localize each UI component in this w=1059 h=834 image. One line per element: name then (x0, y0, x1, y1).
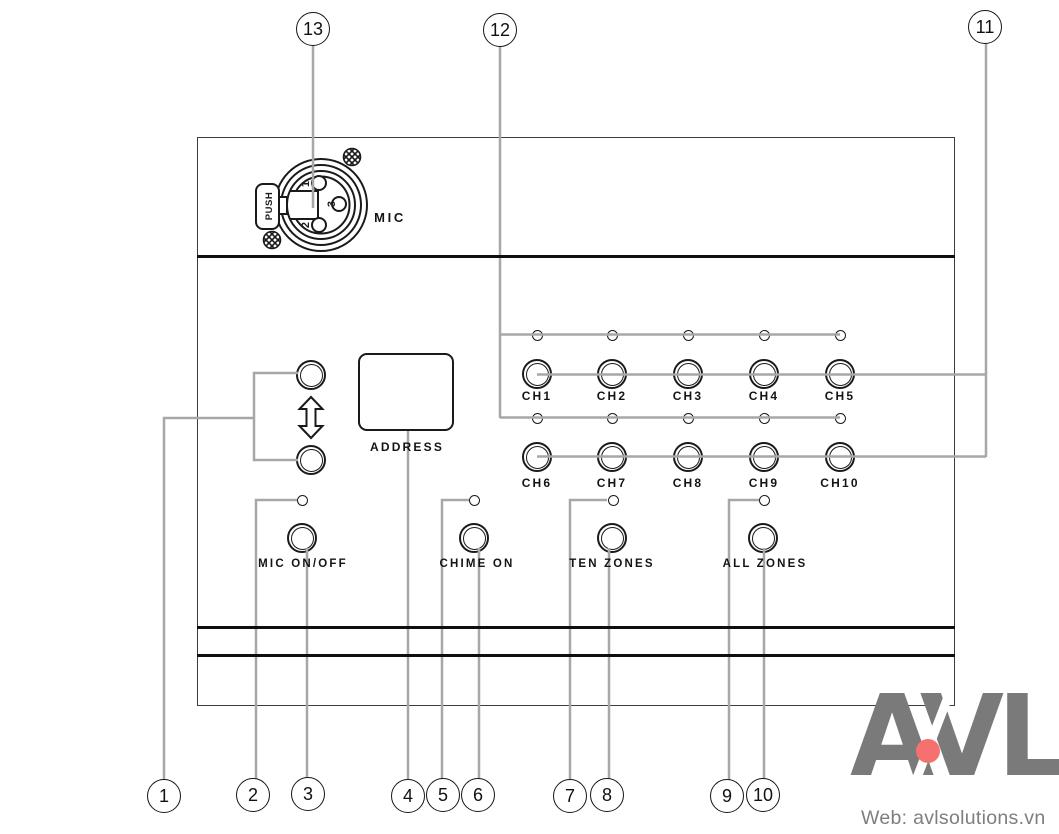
callout-6: 6 (461, 778, 495, 812)
ten-zones-button[interactable] (597, 523, 627, 553)
chime-on-button-ring (462, 526, 486, 550)
mic-on-off-button[interactable] (287, 523, 317, 553)
chime-on-led (468, 494, 480, 506)
ch8-led (682, 412, 694, 424)
ch3-button[interactable] (673, 359, 703, 389)
address-down-button[interactable] (296, 445, 326, 475)
chime-on-label: CHIME ON (439, 558, 515, 570)
ch7-button[interactable] (597, 442, 627, 472)
ch10-button-ring (828, 445, 852, 469)
ten-zones-button-ring (600, 526, 624, 550)
ch6-led (531, 412, 543, 424)
ch2-led (606, 329, 618, 341)
ch5-button-ring (828, 362, 852, 386)
ch6-label: CH6 (521, 476, 553, 490)
ch3-led (682, 329, 694, 341)
ch9-button[interactable] (749, 442, 779, 472)
avl-logo-text: AVL (850, 672, 1059, 802)
panel-divider-lower-1 (197, 626, 955, 629)
address-up-button[interactable] (296, 360, 326, 390)
panel-divider-lower-2 (197, 654, 955, 657)
callout-3: 3 (291, 777, 325, 811)
ch5-led (834, 329, 846, 341)
mic-on-off-label: MIC ON/OFF (258, 558, 348, 570)
ch1-button-ring (525, 362, 549, 386)
ch8-button-ring (676, 445, 700, 469)
address-label: ADDRESS (369, 440, 445, 454)
ch8-label: CH8 (672, 476, 704, 490)
mic-on-off-led (296, 494, 308, 506)
ch2-button-ring (600, 362, 624, 386)
ch7-button-ring (600, 445, 624, 469)
ch3-button-ring (676, 362, 700, 386)
callout-4: 4 (391, 779, 425, 813)
callout-5: 5 (426, 778, 460, 812)
address-down-button-ring (299, 448, 323, 472)
all-zones-led (758, 494, 770, 506)
ch10-led (834, 412, 846, 424)
ten-zones-led (607, 494, 619, 506)
ch1-led (531, 329, 543, 341)
ch6-button-ring (525, 445, 549, 469)
callout-10: 10 (746, 778, 780, 812)
ch4-button[interactable] (749, 359, 779, 389)
all-zones-label: ALL ZONES (722, 558, 808, 570)
callout-12: 12 (483, 13, 517, 47)
ch9-led (758, 412, 770, 424)
ch4-label: CH4 (748, 389, 780, 403)
callout-7: 7 (553, 779, 587, 813)
avl-logo-dot (916, 739, 940, 763)
mic-on-off-button-ring (290, 526, 314, 550)
ch3-label: CH3 (672, 389, 704, 403)
website-text: Web: avlsolutions.vn (861, 807, 1046, 829)
ch8-button[interactable] (673, 442, 703, 472)
avl-logo: AVL (846, 675, 1059, 815)
address-display (358, 353, 454, 431)
callout-11: 11 (968, 10, 1002, 44)
chime-on-button[interactable] (459, 523, 489, 553)
ch6-button[interactable] (522, 442, 552, 472)
ch5-button[interactable] (825, 359, 855, 389)
callout-1: 1 (147, 779, 181, 813)
ch1-label: CH1 (521, 389, 553, 403)
ch5-label: CH5 (824, 389, 856, 403)
ch7-led (606, 412, 618, 424)
ch2-button[interactable] (597, 359, 627, 389)
ch4-led (758, 329, 770, 341)
address-up-button-ring (299, 363, 323, 387)
all-zones-button[interactable] (748, 523, 778, 553)
ch10-button[interactable] (825, 442, 855, 472)
callout-8: 8 (590, 778, 624, 812)
ch9-button-ring (752, 445, 776, 469)
callout-2: 2 (236, 778, 270, 812)
ch9-label: CH9 (748, 476, 780, 490)
mic-connector-label: MIC (374, 210, 406, 225)
all-zones-button-ring (751, 526, 775, 550)
ten-zones-label: TEN ZONES (569, 558, 655, 570)
ch4-button-ring (752, 362, 776, 386)
callout-9: 9 (710, 779, 744, 813)
ch10-label: CH10 (820, 476, 860, 490)
panel-divider-mic-section (197, 255, 955, 258)
ch2-label: CH2 (596, 389, 628, 403)
ch1-button[interactable] (522, 359, 552, 389)
ch7-label: CH7 (596, 476, 628, 490)
callout-13: 13 (296, 12, 330, 46)
